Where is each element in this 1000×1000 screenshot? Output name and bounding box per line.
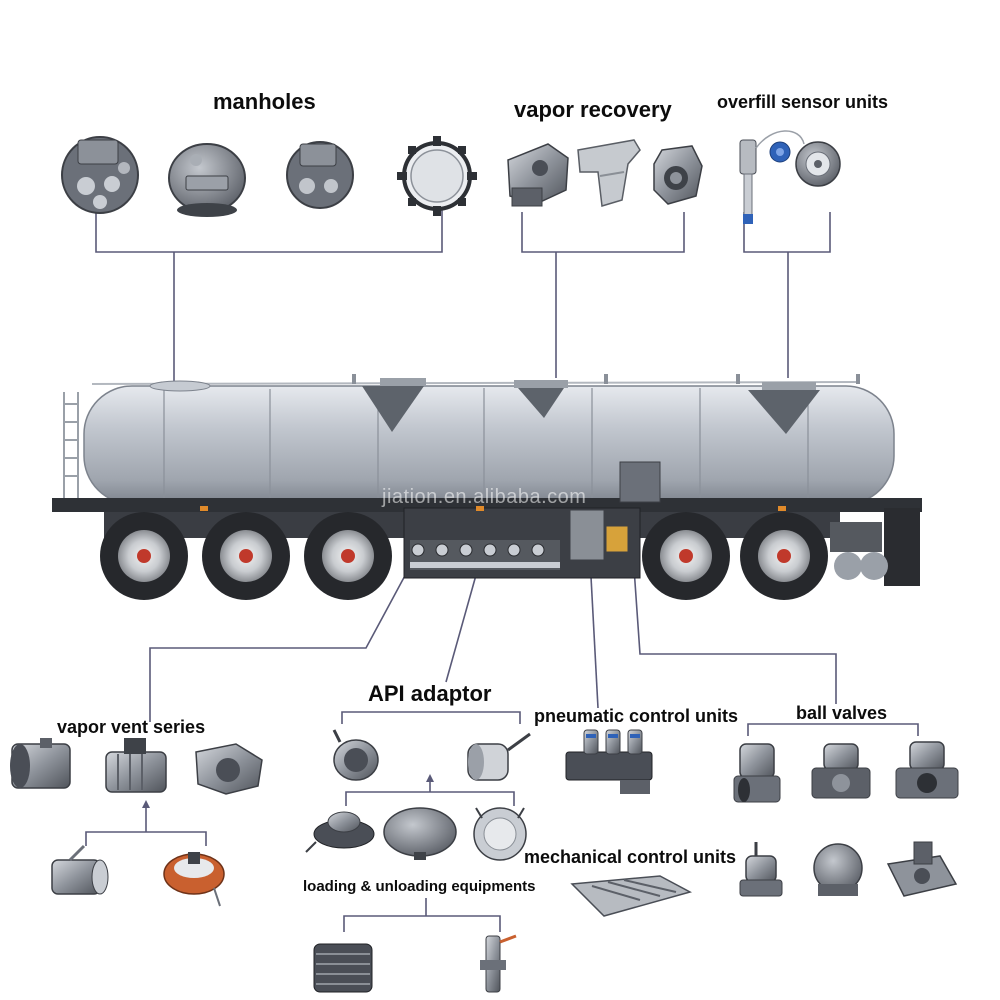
label-mechanical-control-units: mechanical control units xyxy=(524,847,737,867)
label-loading-unloading-equipments: loading & unloading equipments xyxy=(303,878,536,895)
label-vapor-vent-series: vapor vent series xyxy=(57,717,206,737)
manhole-1-image xyxy=(61,136,139,214)
connector-lines xyxy=(85,208,919,932)
loading-equipment-1-image xyxy=(305,811,375,853)
mechanical-control-unit-image xyxy=(570,875,693,917)
pneumatic-control-unit-image xyxy=(565,729,653,794)
label-ball-valves: ball valves xyxy=(796,703,888,723)
label-api-adaptor: API adaptor xyxy=(368,681,492,706)
manhole-3-image xyxy=(286,141,354,209)
vapor-vent-1-image xyxy=(10,738,71,789)
tanker-wheels xyxy=(100,512,828,600)
label-pneumatic-control-units: pneumatic control units xyxy=(534,706,739,726)
tanker-trailer-image xyxy=(52,374,922,600)
manhole-2-image xyxy=(168,143,246,217)
ball-valve-6-image xyxy=(886,841,958,897)
watermark: jiation.en.alibaba.com xyxy=(382,486,587,508)
vapor-vent-3-image xyxy=(195,743,263,795)
ball-valve-1-image xyxy=(733,743,781,803)
label-manholes: manholes xyxy=(213,89,316,114)
overfill-sensor-probe-image xyxy=(739,130,805,224)
loading-equipment-2-image xyxy=(383,807,457,860)
vapor-vent-coupler-image xyxy=(51,844,109,895)
ball-valve-5-image xyxy=(813,843,863,896)
vapor-vent-cap-image xyxy=(163,852,225,907)
manhole-4-image xyxy=(397,136,477,216)
overfill-sensor-cap-image xyxy=(769,141,791,163)
vapor-recovery-1-image xyxy=(507,143,569,207)
loading-equipment-3-image xyxy=(473,807,527,861)
vapor-vent-2-image xyxy=(105,738,167,793)
vapor-recovery-2-image xyxy=(577,139,641,207)
api-adaptor-1-image xyxy=(332,729,379,781)
ball-valve-3-image xyxy=(895,741,959,799)
loading-equipment-4-image xyxy=(313,943,373,993)
vapor-recovery-3-image xyxy=(653,145,703,205)
overfill-sensor-socket-image xyxy=(795,141,841,187)
label-vapor-recovery: vapor recovery xyxy=(514,97,672,122)
ball-valve-2-image xyxy=(811,743,871,799)
label-overfill-sensor-units: overfill sensor units xyxy=(717,92,889,112)
api-adaptor-2-image xyxy=(467,732,531,781)
loading-equipment-5-image xyxy=(480,934,517,993)
ball-valve-4-image xyxy=(739,842,783,897)
